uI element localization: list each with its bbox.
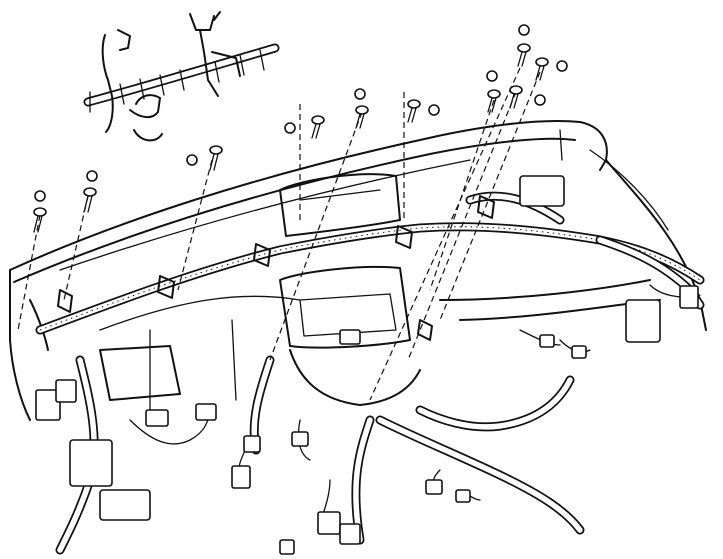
bolt-icon	[33, 190, 47, 233]
washer-icon	[486, 70, 498, 82]
connector-icon	[539, 334, 555, 348]
bolt-icon	[186, 145, 223, 171]
connector-icon	[455, 489, 471, 503]
connector-icon	[243, 435, 261, 453]
connector-icon	[195, 403, 217, 421]
washer-icon	[86, 170, 98, 182]
connector-icon	[145, 409, 169, 427]
washer-icon	[534, 94, 546, 106]
fasteners	[33, 24, 568, 233]
washer-icon	[518, 24, 530, 36]
clamp-icon	[57, 289, 73, 313]
connector-icon	[69, 439, 113, 487]
connector-icon	[571, 345, 587, 359]
connector-icon	[679, 285, 699, 309]
washer-icon	[428, 104, 440, 116]
connector-icon	[99, 489, 151, 521]
connector-icon	[519, 175, 565, 207]
washer-icon	[34, 190, 46, 202]
washer-icon	[556, 60, 568, 72]
connector-icon	[339, 523, 361, 545]
connector-icon	[291, 431, 309, 447]
connector-icon	[339, 329, 361, 345]
bolt-icon	[486, 70, 501, 113]
connector-icon	[625, 299, 661, 343]
bolt-icon	[83, 170, 98, 213]
connector-icon	[55, 379, 77, 403]
instrument-panel	[9, 119, 707, 421]
center-console-frame	[99, 173, 421, 421]
clamp-icon	[477, 195, 495, 219]
connector-icon	[231, 465, 251, 489]
bolt-icon	[354, 88, 369, 129]
connector-icon	[317, 511, 341, 535]
clamp-icon	[101, 29, 163, 142]
bolt-icon	[407, 99, 440, 123]
clamp-icon	[417, 319, 433, 341]
connector-icon	[425, 479, 443, 495]
connector-icon	[279, 539, 295, 555]
floor-wire-harness	[55, 191, 705, 555]
bolt-icon	[517, 24, 531, 67]
bolt-icon	[535, 57, 568, 81]
washer-icon	[284, 122, 296, 134]
leader-lines	[17, 67, 541, 401]
clamp-detail-inset	[83, 11, 280, 142]
washer-icon	[354, 88, 366, 100]
bolt-icon	[509, 85, 546, 109]
washer-icon	[186, 154, 198, 166]
clamp-icon	[395, 225, 413, 249]
bolt-icon	[284, 115, 325, 139]
clamp-icon	[157, 275, 175, 299]
harness-clips	[57, 195, 495, 341]
clamp-icon	[189, 11, 241, 97]
clamp-icon	[253, 243, 271, 267]
connector-icon	[35, 389, 61, 421]
connectors	[35, 175, 699, 555]
harness-tape-wrap	[119, 49, 265, 105]
